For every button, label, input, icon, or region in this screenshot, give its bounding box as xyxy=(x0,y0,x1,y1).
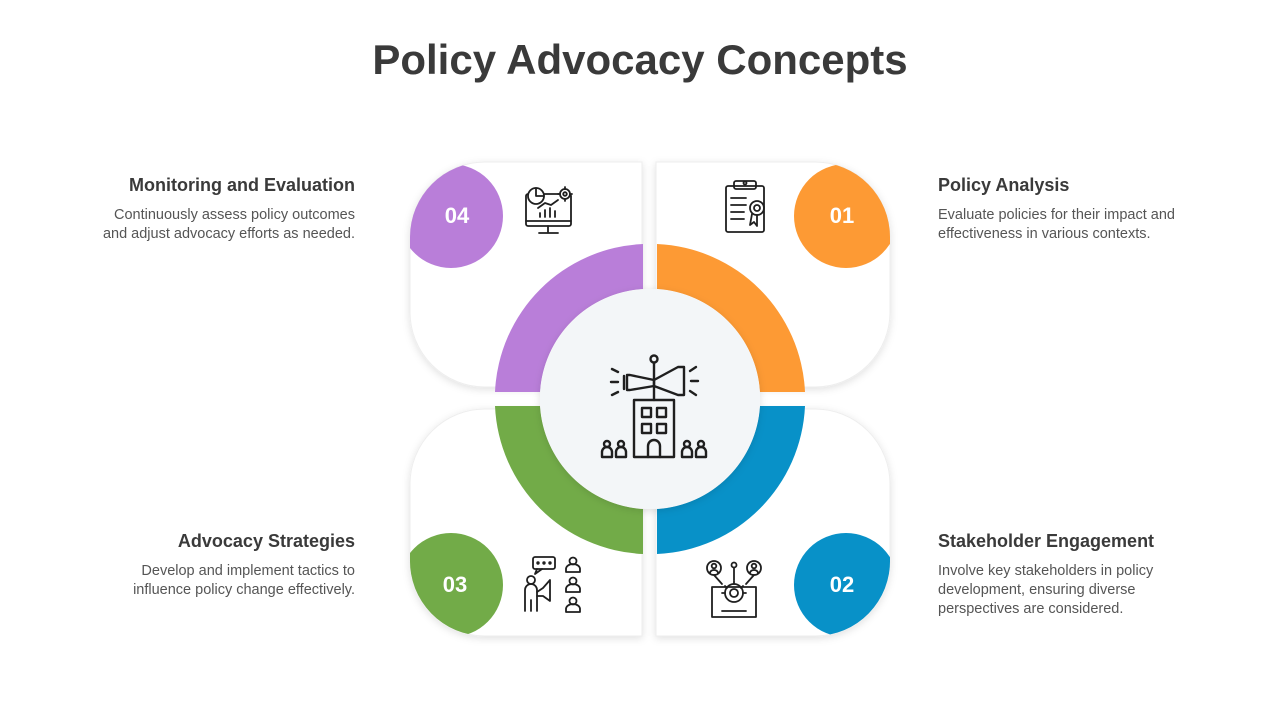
number-01: 01 xyxy=(830,203,854,228)
number-03: 03 xyxy=(443,572,467,597)
item-02-heading: Stakeholder Engagement xyxy=(938,531,1155,551)
ring-segment-02 xyxy=(657,406,805,554)
ring-segment-03 xyxy=(495,406,643,554)
presenter-megaphone-icon xyxy=(524,556,581,613)
item-01-text: Policy Analysis Evaluate policies for th… xyxy=(938,175,1196,244)
item-01-description: Evaluate policies for their impact and e… xyxy=(938,207,1175,242)
item-02-description: Involve key stakeholders in policy devel… xyxy=(938,563,1154,617)
advocacy-building-megaphone-icon xyxy=(600,354,708,459)
item-04-text: Monitoring and Evaluation Continuously a… xyxy=(97,175,355,244)
monitor-analytics-icon xyxy=(525,186,573,234)
item-02-text: Stakeholder Engagement Involve key stake… xyxy=(938,531,1196,619)
ring-segment-01 xyxy=(657,244,805,392)
badge-01 xyxy=(794,164,890,268)
stakeholder-network-icon xyxy=(706,560,762,618)
item-03-heading: Advocacy Strategies xyxy=(177,531,355,551)
item-03-description: Develop and implement tactics to influen… xyxy=(133,563,355,598)
page-title: Policy Advocacy Concepts xyxy=(372,36,908,83)
item-04-description: Continuously assess policy outcomes and … xyxy=(102,207,355,242)
clipboard-certificate-icon xyxy=(725,180,765,233)
item-03-text: Advocacy Strategies Develop and implemen… xyxy=(97,531,355,600)
ring-segment-04 xyxy=(495,244,643,392)
item-01-heading: Policy Analysis xyxy=(938,175,1070,195)
number-04: 04 xyxy=(445,203,470,228)
number-02: 02 xyxy=(830,572,854,597)
item-04-heading: Monitoring and Evaluation xyxy=(129,175,355,195)
